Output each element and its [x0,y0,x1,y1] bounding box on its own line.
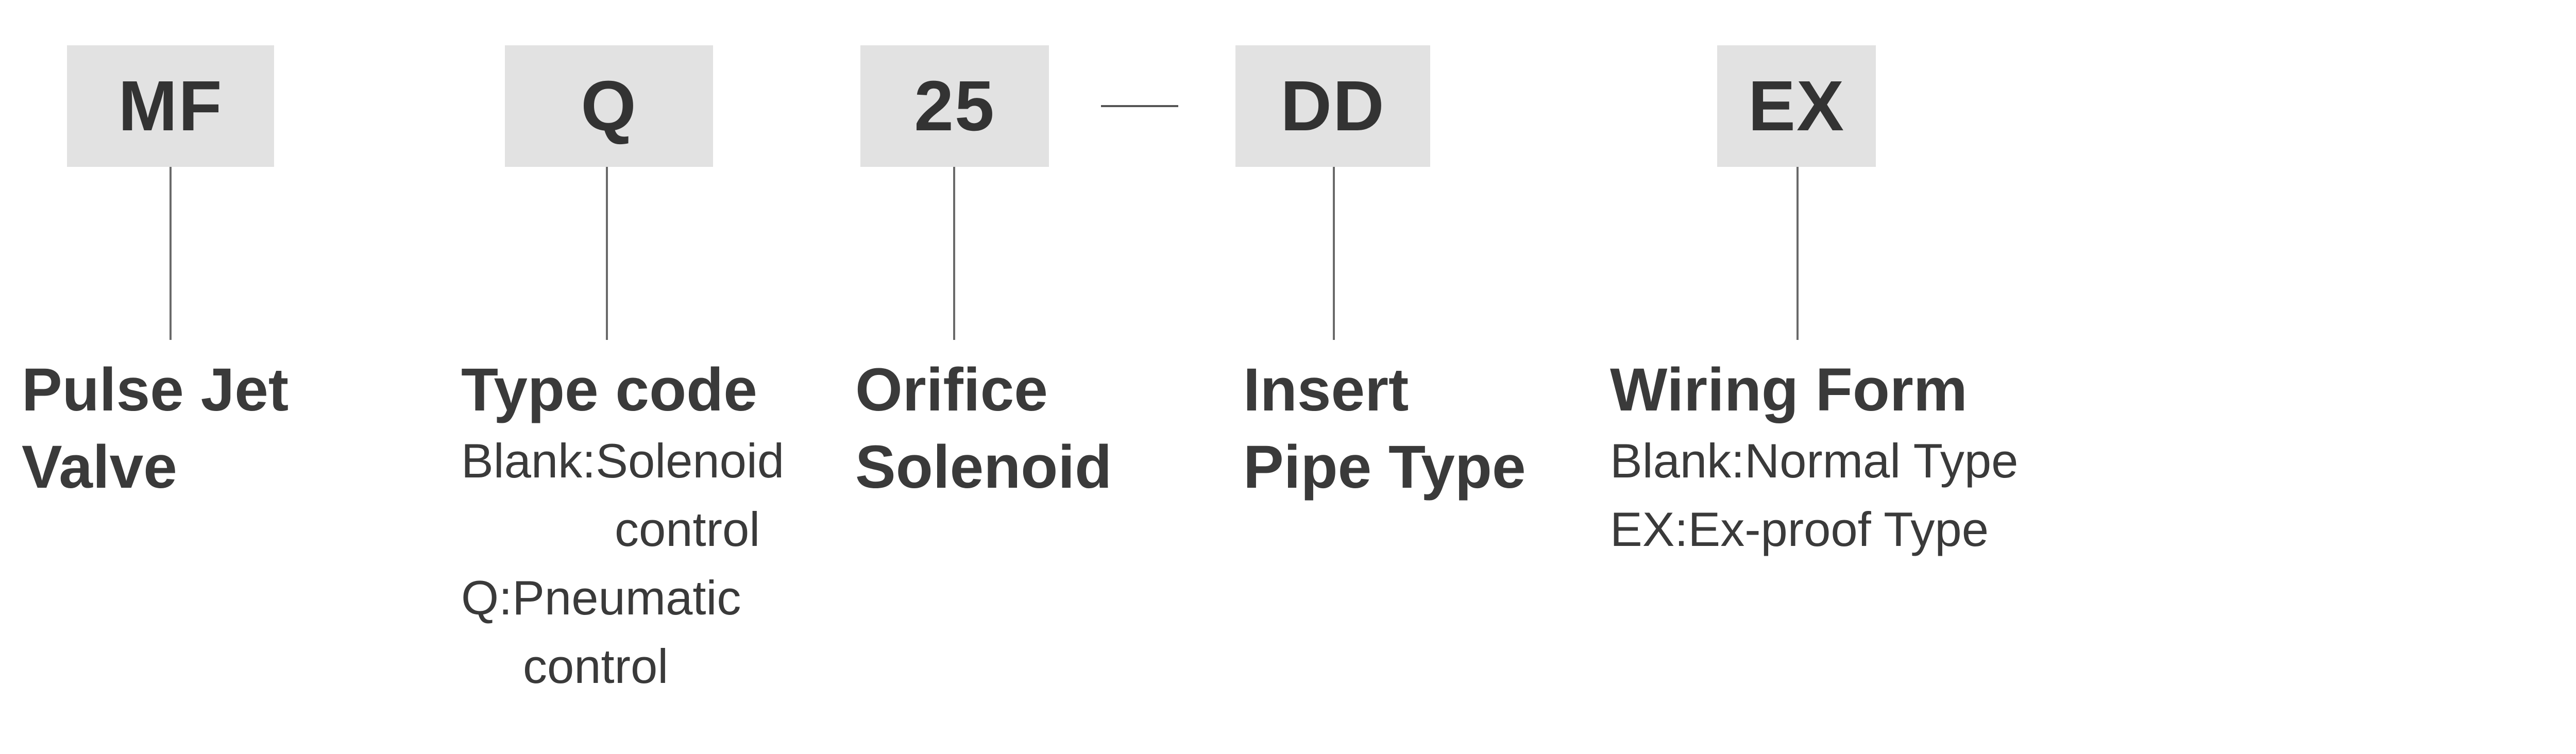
type-code-description: Blank:Solenoid control Q:Pneumatic contr… [461,426,784,700]
label-type-code-text: Type code [461,356,757,424]
label-orifice-line2: Solenoid [855,433,1112,501]
wiring-form-description: Blank:Normal Type EX:Ex-proof Type [1610,426,2018,563]
connector-line-ex [1797,167,1799,340]
label-insert-pipe-type: Insert Pipe Type [1243,351,1526,506]
label-pulse-jet-valve: Pulse Jet Valve [22,351,289,506]
type-code-desc-line1: Blank:Solenoid [461,434,785,488]
type-code-desc-line2: control [615,502,760,556]
separator-dash [1101,105,1178,107]
label-insert-line1: Insert [1243,356,1409,424]
code-box-orifice: 25 [860,45,1049,167]
label-pulse-jet-line1: Pulse Jet [22,356,289,424]
type-code-desc-line3: Q:Pneumatic [461,571,741,625]
label-orifice-solenoid: Orifice Solenoid [855,351,1112,506]
code-box-dd: DD [1235,45,1430,167]
label-wiring-form: Wiring Form [1610,351,1968,429]
code-box-mf: MF [67,45,274,167]
wiring-desc-line1: Blank:Normal Type [1610,434,2019,488]
label-orifice-line1: Orifice [855,356,1048,424]
connector-line-dd [1333,167,1335,340]
code-box-q: Q [505,45,713,167]
connector-line-mf [170,167,172,340]
label-wiring-form-text: Wiring Form [1610,356,1968,424]
wiring-desc-line2: EX:Ex-proof Type [1610,502,1989,556]
code-box-ex: EX [1717,45,1876,167]
label-type-code: Type code [461,351,757,429]
connector-line-orifice [953,167,955,340]
label-pulse-jet-line2: Valve [22,433,177,501]
label-insert-line2: Pipe Type [1243,433,1526,501]
connector-line-q [606,167,608,340]
type-code-desc-line4: control [523,639,669,693]
